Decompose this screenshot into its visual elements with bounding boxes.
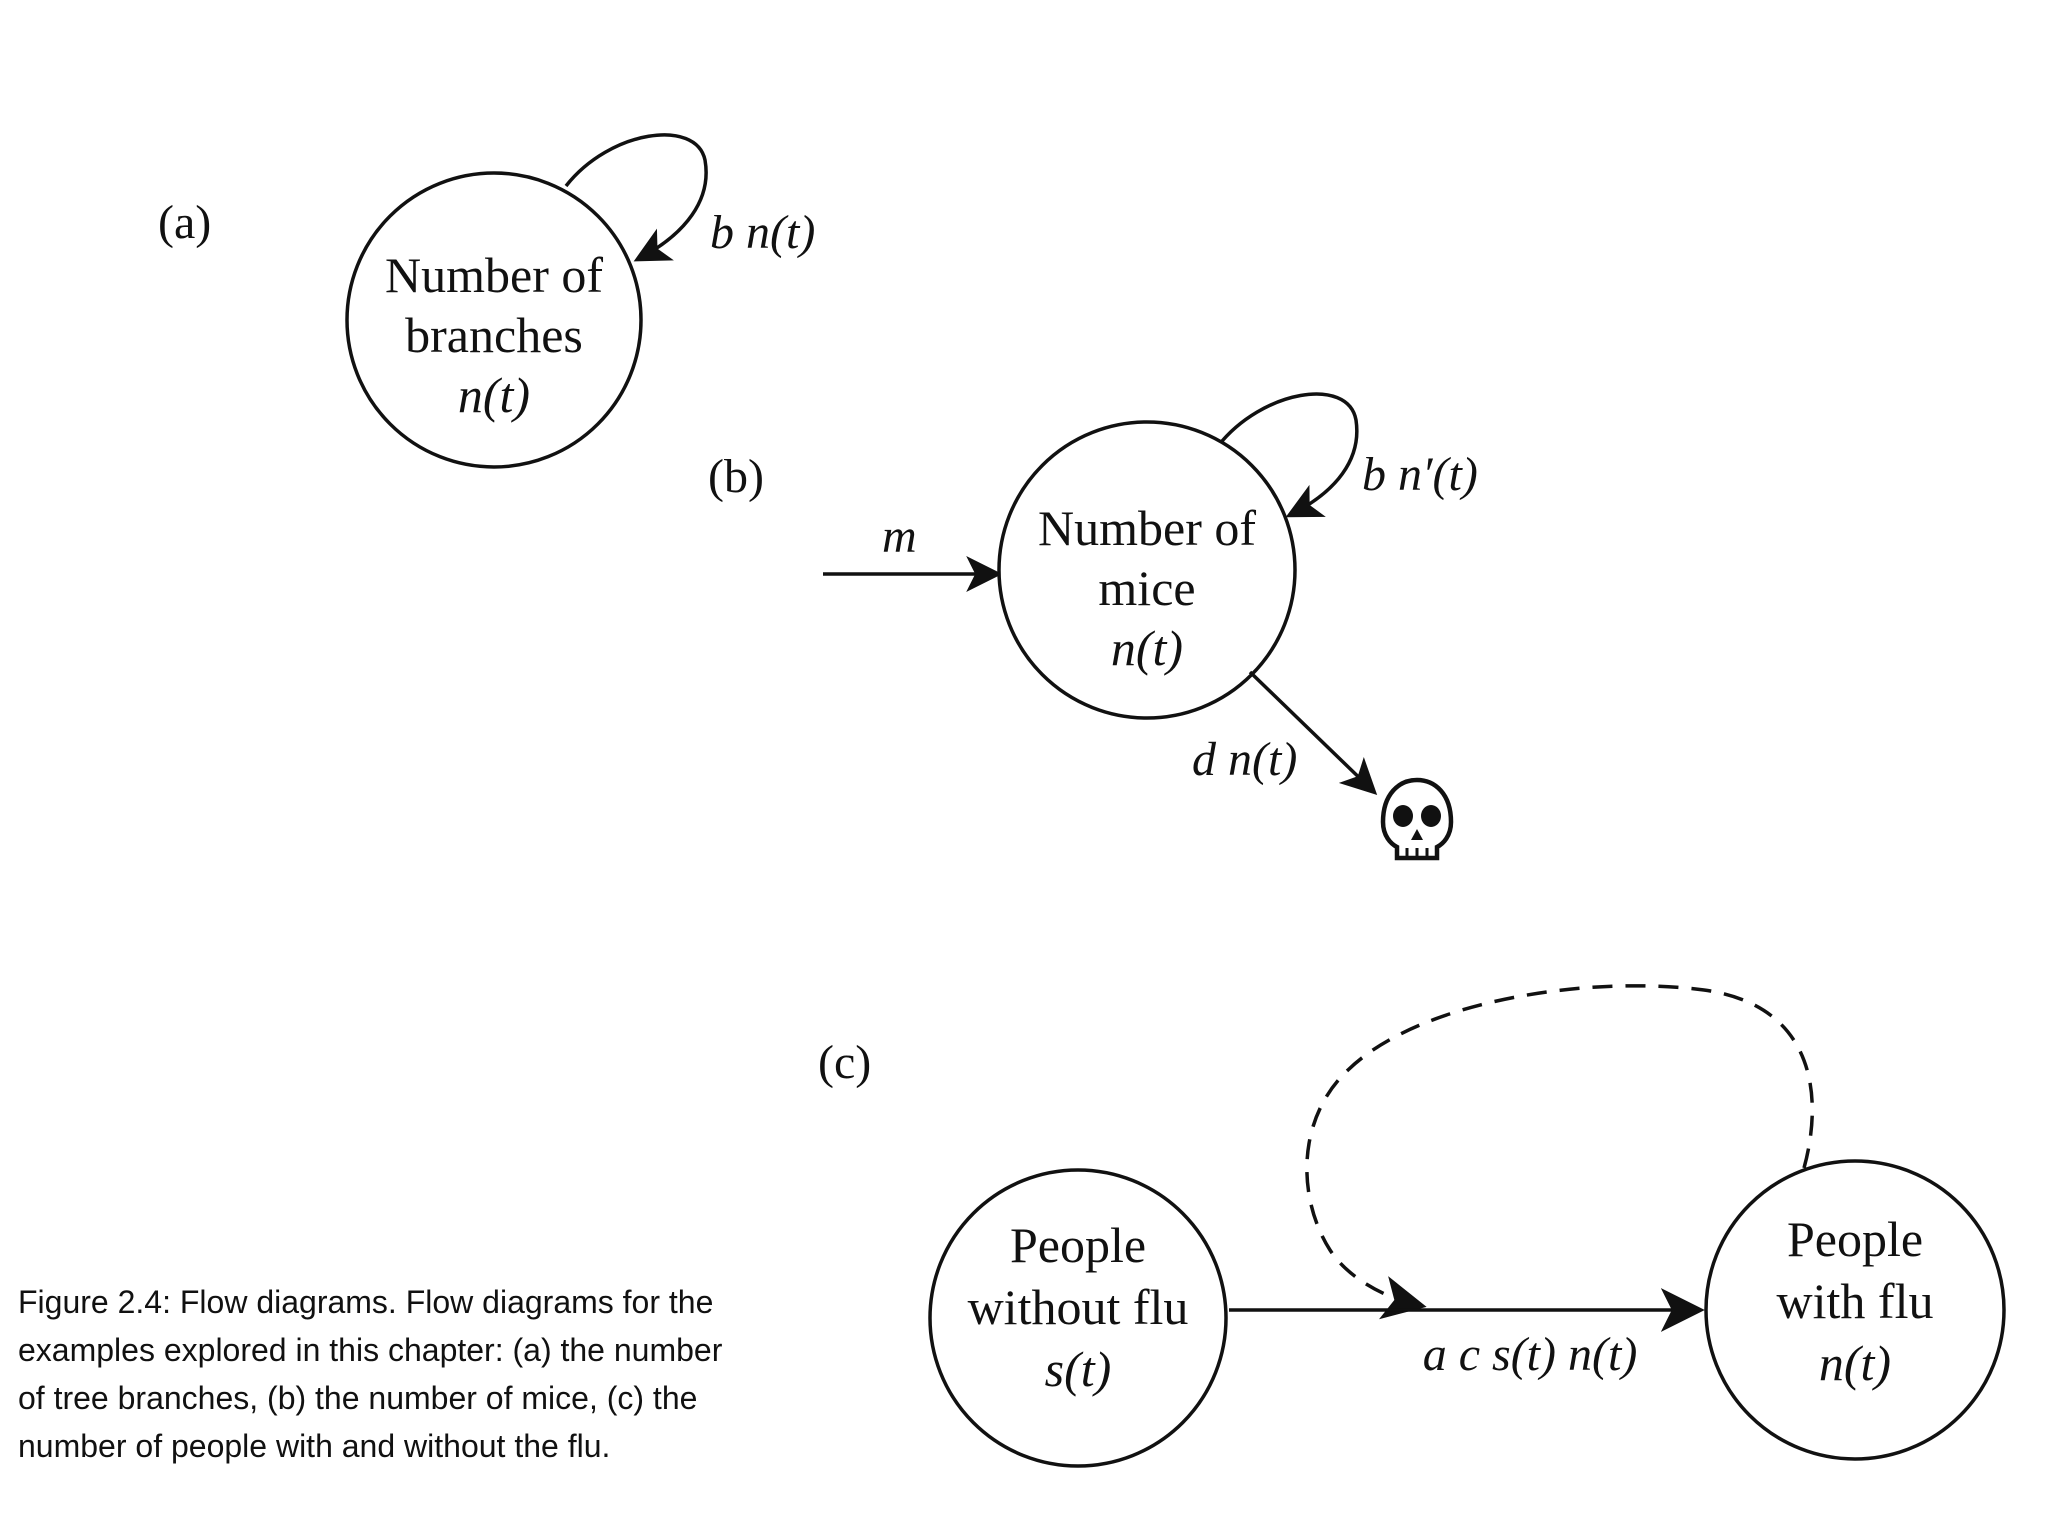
panel-b: (b) m b n′(t) Number of mice n(t) d n(t) xyxy=(708,392,1478,861)
people-with-flu-line2: with flu xyxy=(1777,1273,1934,1329)
panel-b-label: (b) xyxy=(708,450,764,503)
infection-flow-label: a c s(t) n(t) xyxy=(1423,1328,1638,1381)
mice-outflow-label: d n(t) xyxy=(1192,733,1297,786)
people-with-flu-line1: People xyxy=(1787,1211,1923,1267)
branches-self-loop-arrow xyxy=(564,133,708,262)
mice-self-loop-arrow xyxy=(1216,392,1359,518)
panel-a: (a) b n(t) Number of branches n(t) xyxy=(158,133,815,469)
mice-self-loop-label: b n′(t) xyxy=(1362,448,1478,501)
people-with-flu-line3: n(t) xyxy=(1819,1335,1891,1391)
caption-line-2: examples explored in this chapter: (a) t… xyxy=(18,1332,723,1368)
figure-caption: Figure 2.4: Flow diagrams. Flow diagrams… xyxy=(18,1278,818,1470)
panel-c-label: (c) xyxy=(818,1036,871,1089)
mice-inflow-label: m xyxy=(882,510,917,563)
mice-outflow-arrow xyxy=(1248,670,1378,796)
panel-a-label: (a) xyxy=(158,196,211,249)
panel-c: (c) a c s(t) n(t) People without flu s(t… xyxy=(818,984,2006,1468)
skull-icon xyxy=(1380,777,1454,861)
branches-node xyxy=(345,171,643,469)
mice-node-line3: n(t) xyxy=(1111,620,1183,676)
mice-node-line1: Number of xyxy=(1038,500,1256,556)
people-without-flu-line3: s(t) xyxy=(1045,1341,1112,1397)
caption-line-3: of tree branches, (b) the number of mice… xyxy=(18,1380,698,1416)
people-with-flu-node xyxy=(1704,1159,2006,1461)
mice-node-line2: mice xyxy=(1098,560,1195,616)
caption-line-1: Figure 2.4: Flow diagrams. Flow diagrams… xyxy=(18,1284,714,1320)
people-without-flu-line2: without flu xyxy=(968,1279,1189,1335)
branches-node-line1: Number of xyxy=(385,247,603,303)
mice-node xyxy=(997,420,1297,720)
people-without-flu-node xyxy=(928,1168,1228,1468)
branches-self-loop-label: b n(t) xyxy=(710,206,815,259)
branches-node-line2: branches xyxy=(405,307,583,363)
branches-node-line3: n(t) xyxy=(458,367,530,423)
caption-line-4: number of people with and without the fl… xyxy=(18,1428,611,1464)
infection-feedback-dashed-arrow xyxy=(1305,984,1814,1320)
people-without-flu-line1: People xyxy=(1010,1217,1146,1273)
